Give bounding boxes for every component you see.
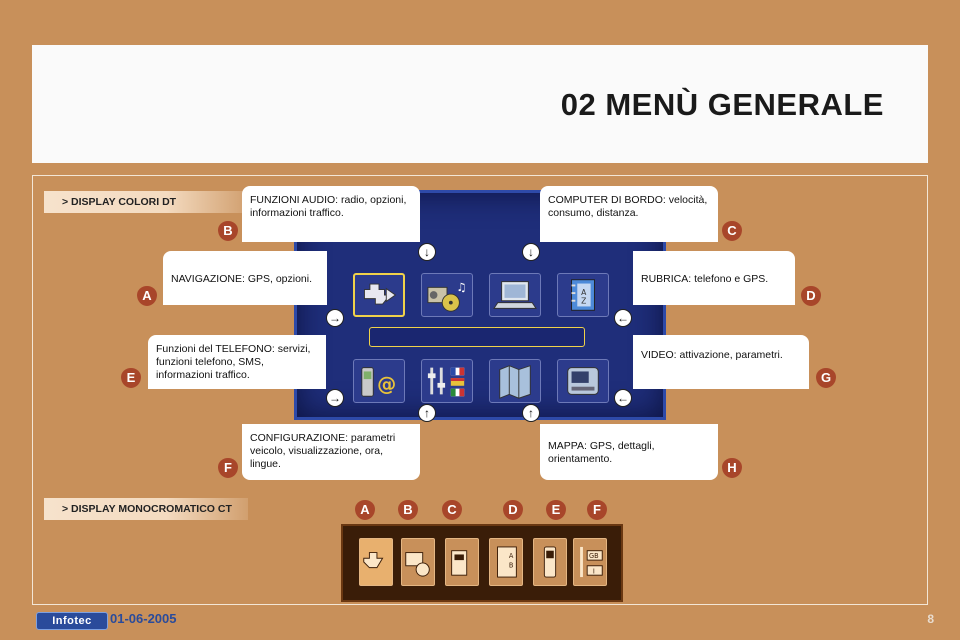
fuel-pump-icon: [451, 550, 468, 576]
callout-computer: COMPUTER DI BORDO: velocità, consumo, di…: [540, 186, 718, 242]
sliders-flags-icon: GB I: [580, 546, 603, 578]
selection-label-bar: [369, 327, 585, 347]
mono-letter-a: A: [355, 500, 375, 520]
arrow-right-icon: →: [326, 309, 344, 327]
letter-marker-e: E: [121, 368, 141, 388]
video-player-icon: [567, 367, 599, 395]
mono-letter-b: B: [398, 500, 418, 520]
mono-computer-tile[interactable]: [445, 538, 479, 586]
callout-navigation: NAVIGAZIONE: GPS, opzioni.: [163, 251, 327, 305]
arrow-left-icon: ←: [614, 389, 632, 407]
letter-marker-a: A: [137, 286, 157, 306]
video-tile[interactable]: [557, 359, 609, 403]
mono-letter-d: D: [503, 500, 523, 520]
callout-map: MAPPA: GPS, dettagli, orientamento.: [540, 424, 718, 480]
svg-text:Z: Z: [581, 297, 586, 306]
mono-letter-e: E: [546, 500, 566, 520]
svg-text:A: A: [509, 552, 514, 560]
callout-settings: CONFIGURAZIONE: parametri veicolo, visua…: [242, 424, 420, 480]
page-title: 02 MENÙ GENERALE: [560, 87, 884, 122]
telephone-tile[interactable]: @: [353, 359, 405, 403]
settings-tile[interactable]: [421, 359, 473, 403]
letter-marker-b: B: [218, 221, 238, 241]
svg-text:♫: ♫: [457, 280, 467, 294]
color-display-screen: ♫ A Z @: [294, 190, 666, 420]
callout-video: VIDEO: attivazione, parametri.: [633, 335, 809, 389]
letter-marker-d: D: [801, 286, 821, 306]
arrow-down-icon: ↓: [418, 243, 436, 261]
folded-map-icon: [499, 365, 531, 399]
audio-tile[interactable]: ♫: [421, 273, 473, 317]
sliders-flags-icon: [427, 367, 465, 397]
navigation-icon: [364, 283, 397, 305]
svg-text:B: B: [509, 562, 514, 570]
svg-text:I: I: [593, 567, 595, 575]
svg-text:@: @: [377, 373, 396, 396]
map-tile[interactable]: [489, 359, 541, 403]
mono-audio-tile[interactable]: [401, 538, 435, 586]
letter-marker-g: G: [816, 368, 836, 388]
letter-marker-c: C: [722, 221, 742, 241]
arrow-up-icon: ↑: [522, 404, 540, 422]
arrow-right-icon: →: [326, 389, 344, 407]
footer-date: 01-06-2005: [110, 611, 177, 626]
svg-text:A: A: [581, 288, 587, 297]
callout-telephone: Funzioni del TELEFONO: servizi, funzioni…: [148, 335, 326, 389]
arrow-down-icon: ↓: [522, 243, 540, 261]
arrow-up-icon: ↑: [418, 404, 436, 422]
tag-display-colori: > DISPLAY COLORI DT: [44, 191, 248, 213]
radio-cd-icon: [405, 552, 430, 577]
monochrome-display: A B GB I: [341, 524, 623, 602]
svg-text:GB: GB: [589, 552, 599, 560]
address-book-icon: A B: [497, 546, 517, 578]
callout-address-book: RUBRICA: telefono e GPS.: [633, 251, 795, 305]
infotec-badge: Infotec: [36, 612, 108, 630]
callout-audio: FUNZIONI AUDIO: radio, opzioni, informaz…: [242, 186, 420, 242]
content-panel: [32, 175, 928, 605]
header-banner: 02 MENÙ GENERALE: [32, 45, 928, 163]
laptop-icon: [493, 281, 537, 309]
arrow-left-icon: ←: [614, 309, 632, 327]
letter-marker-f: F: [218, 458, 238, 478]
mono-telephone-tile[interactable]: [533, 538, 567, 586]
mono-letter-f: F: [587, 500, 607, 520]
address-book-icon: A Z: [571, 279, 595, 311]
mono-navigation-tile[interactable]: [359, 538, 393, 586]
navigation-icon: [363, 552, 384, 569]
mobile-phone-icon: [543, 546, 557, 578]
radio-cd-icon: ♫: [427, 280, 467, 312]
computer-tile[interactable]: [489, 273, 541, 317]
mono-letter-c: C: [442, 500, 462, 520]
mono-settings-tile[interactable]: GB I: [573, 538, 607, 586]
mobile-phone-icon: @: [361, 367, 396, 397]
letter-marker-h: H: [722, 458, 742, 478]
tag-display-monocromatico: > DISPLAY MONOCROMATICO CT: [44, 498, 248, 520]
navigation-tile[interactable]: [353, 273, 405, 317]
mono-address-book-tile[interactable]: A B: [489, 538, 523, 586]
page-number: 8: [927, 612, 934, 626]
address-book-tile[interactable]: A Z: [557, 273, 609, 317]
